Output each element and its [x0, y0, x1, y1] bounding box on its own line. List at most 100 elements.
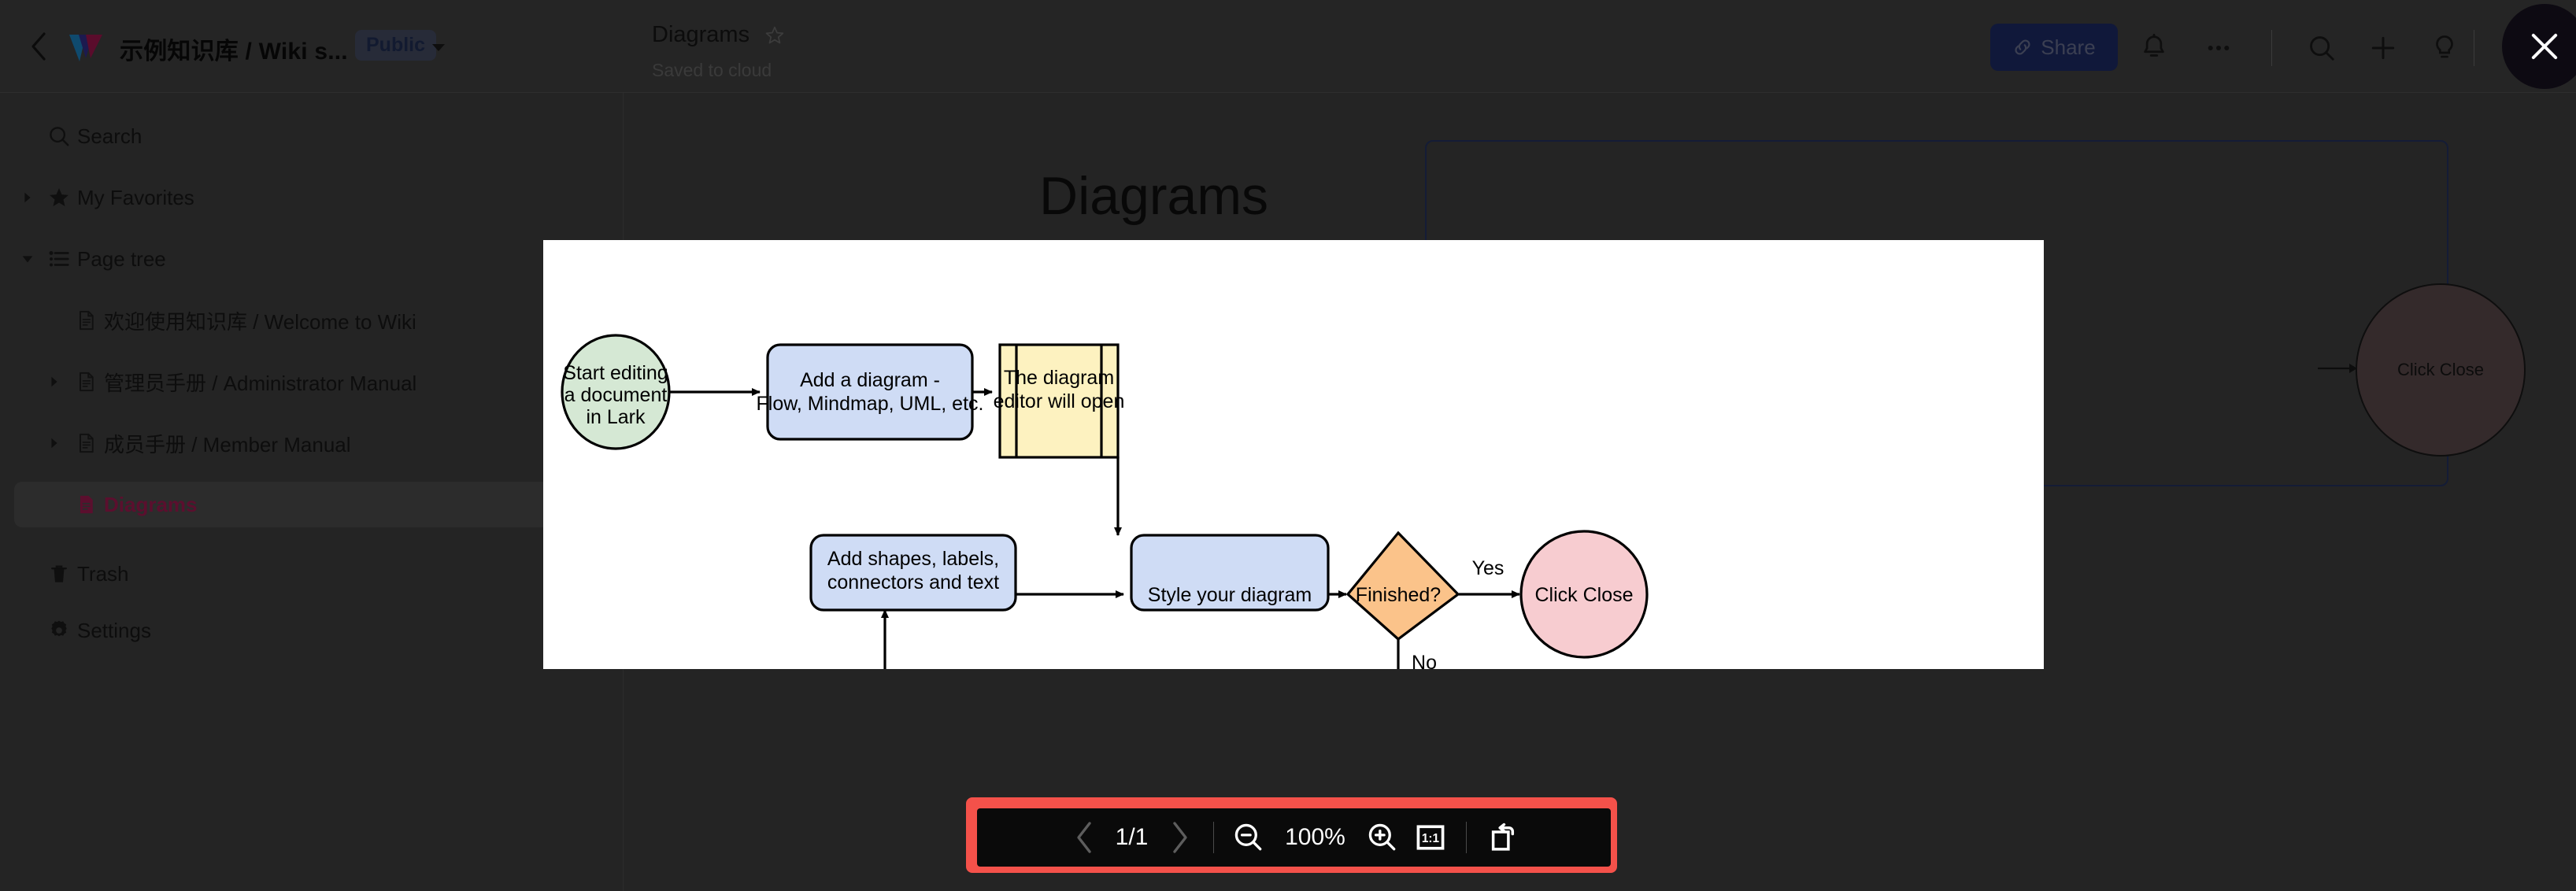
node-label-line1: Add shapes, labels, — [827, 548, 999, 570]
node-diagram-editor-will-open[interactable]: The diagram editor will open — [994, 343, 1125, 459]
visibility-badge[interactable]: Public — [355, 30, 437, 61]
sidebar-item-settings[interactable]: Settings — [14, 608, 598, 653]
chevron-down-icon[interactable] — [429, 38, 448, 57]
page-title: Diagrams — [652, 22, 750, 47]
magnifier-plus-icon — [1368, 823, 1395, 851]
page-indicator: 1/1 — [1115, 824, 1149, 850]
diagram-preview-panel[interactable]: Start editing a document in Lark Add a d… — [543, 240, 2044, 669]
zoom-in-button[interactable] — [1359, 815, 1406, 860]
sidebar-item-administrator-manual[interactable]: 管理员手册 / Administrator Manual — [14, 359, 598, 405]
node-style-your-diagram[interactable]: Style your diagram — [1130, 534, 1330, 612]
chevron-left-icon — [1076, 822, 1091, 853]
search-icon[interactable] — [2307, 33, 2337, 63]
chevron-left-icon — [31, 32, 46, 61]
sidebar-item-label: Search — [77, 124, 142, 148]
actual-size-button[interactable]: 1:1 — [1406, 815, 1455, 860]
doc-icon — [68, 371, 104, 393]
chevron-right-icon[interactable] — [41, 436, 68, 450]
flowchart-canvas: Start editing a document in Lark Add a d… — [561, 334, 1649, 669]
node-label: Style your diagram — [1148, 584, 1312, 606]
plus-icon[interactable] — [2368, 33, 2398, 63]
reset-view-button[interactable] — [1478, 815, 1527, 860]
sidebar-item-my-favorites[interactable]: My Favorites — [14, 175, 598, 220]
sidebar-item-page-tree[interactable]: Page tree — [14, 236, 598, 282]
star-outline-icon[interactable] — [764, 25, 785, 46]
sidebar: Search My Favorites Pag — [0, 93, 624, 891]
doc-icon — [68, 309, 104, 331]
sidebar-item-label: Diagrams — [104, 492, 198, 516]
sidebar-item-label: Page tree — [77, 246, 166, 271]
node-click-close[interactable]: Click Close — [1519, 530, 1649, 659]
node-finished-decision[interactable]: Finished? — [1345, 531, 1460, 641]
toolbar-divider — [1212, 822, 1214, 853]
node-label: Click Close — [1534, 584, 1633, 606]
gear-icon — [41, 619, 77, 642]
node-label-line2: Flow, Mindmap, UML, etc. — [757, 393, 984, 415]
sidebar-item-label: My Favorites — [77, 185, 194, 209]
save-status: Saved to cloud — [652, 60, 772, 80]
node-label-line1: Add a diagram - — [800, 369, 940, 391]
one-to-one-icon: 1:1 — [1416, 825, 1444, 850]
chevron-right-icon[interactable] — [41, 375, 68, 389]
node-label-line1: The diagram — [1004, 367, 1114, 389]
background-click-close-node: Click Close — [2356, 283, 2526, 457]
edge-label-yes: Yes — [1472, 557, 1505, 579]
share-label: Share — [2041, 35, 2096, 59]
sidebar-item-trash[interactable]: Trash — [14, 551, 598, 597]
node-add-shapes-labels[interactable]: Add shapes, labels, connectors and text — [809, 534, 1017, 612]
sidebar-item-label: 成员手册 / Member Manual — [104, 432, 351, 457]
sidebar-item-diagrams[interactable]: Diagrams — [14, 482, 598, 527]
flow-loopback — [881, 609, 1400, 669]
search-icon — [41, 124, 77, 148]
workspace-title[interactable]: 示例知识库 / Wiki s... — [120, 39, 348, 65]
next-page-button[interactable] — [1158, 815, 1202, 860]
node-start-editing[interactable]: Start editing a document in Lark — [561, 334, 671, 450]
sidebar-item-member-manual[interactable]: 成员手册 / Member Manual — [14, 420, 598, 466]
toolbar-divider — [1465, 822, 1467, 853]
toolbar-divider — [2271, 30, 2272, 66]
link-icon — [2015, 39, 2030, 55]
diagram-toolbar: 1/1 100% — [977, 808, 1611, 867]
background-connector-arrow — [2318, 360, 2359, 376]
zoom-level-label[interactable]: 100% — [1285, 824, 1345, 850]
doc-icon — [68, 494, 104, 516]
flow-connectors — [668, 388, 1520, 598]
doc-icon — [68, 432, 104, 454]
document-heading: Diagrams — [1039, 166, 1268, 226]
sidebar-item-label: 管理员手册 / Administrator Manual — [104, 371, 417, 395]
node-label-line2: editor will open — [994, 390, 1125, 412]
top-bar: 示例知识库 / Wiki s... Public Diagrams Saved … — [0, 0, 2576, 93]
selected-diagram-block[interactable]: Click Close — [1425, 140, 2526, 486]
node-label-line1: Start editing — [563, 362, 668, 384]
node-label: Finished? — [1356, 584, 1441, 606]
trash-icon — [41, 562, 77, 586]
chevron-right-icon — [1172, 822, 1187, 853]
zoom-out-button[interactable] — [1225, 815, 1272, 860]
share-button[interactable]: Share — [1990, 24, 2118, 71]
node-label-line2: connectors and text — [827, 571, 999, 593]
diagram-toolbar-highlight: 1/1 100% — [966, 797, 1617, 873]
node-label-line3: in Lark — [586, 406, 646, 428]
chevron-down-icon[interactable] — [14, 252, 41, 266]
more-horizontal-icon[interactable] — [2204, 33, 2234, 63]
chevron-right-icon[interactable] — [14, 190, 41, 205]
node-add-a-diagram[interactable]: Add a diagram - Flow, Mindmap, UML, etc. — [757, 343, 984, 441]
reset-rotate-icon — [1491, 823, 1514, 851]
lightbulb-icon[interactable] — [2430, 33, 2459, 63]
bell-icon[interactable] — [2139, 33, 2169, 63]
magnifier-minus-icon — [1234, 823, 1261, 851]
lark-wiki-logo — [66, 27, 105, 66]
back-button[interactable] — [22, 30, 55, 63]
document-title-wrap: Diagrams — [652, 22, 785, 48]
close-button[interactable] — [2502, 4, 2576, 89]
edge-label-no: No — [1412, 652, 1437, 669]
page-tree-icon — [41, 247, 77, 271]
sidebar-item-welcome-to-wiki[interactable]: 欢迎使用知识库 / Welcome to Wiki — [14, 298, 598, 343]
svg-text:1:1: 1:1 — [1421, 832, 1439, 845]
star-icon — [41, 186, 77, 209]
sidebar-item-search[interactable]: Search — [14, 113, 598, 159]
node-label-line2: a document — [564, 384, 668, 406]
previous-page-button[interactable] — [1062, 815, 1106, 860]
sidebar-item-label: Settings — [77, 618, 151, 642]
